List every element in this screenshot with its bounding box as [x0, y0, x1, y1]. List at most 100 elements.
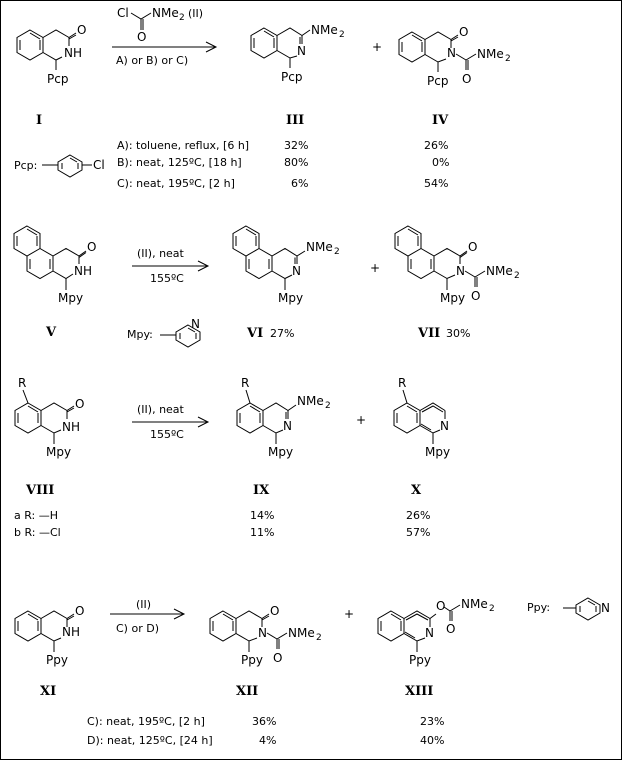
mpy-substituent: Mpy [440, 291, 465, 305]
arrow-top-2: (II), neat [137, 247, 185, 260]
yield-XIII-C: 23% [420, 715, 444, 728]
reaction-arrow-2 [132, 260, 210, 272]
ppy-pyridyl-structure: N [563, 597, 610, 621]
compound-III-structure: NMe 2 N Pcp [250, 23, 345, 84]
label-XIII: XIII [405, 684, 433, 699]
compound-IV-structure: O N NMe 2 O Pcp [398, 25, 511, 88]
carbamoyl-o: O [462, 72, 471, 86]
mpy-substituent: Mpy [425, 445, 450, 459]
plus-sign: + [356, 413, 366, 427]
svg-text:2: 2 [325, 401, 331, 411]
compound-VI-structure: NMe 2 N Mpy [232, 225, 340, 305]
amide-n: N [456, 264, 465, 278]
condition-row-C: C): neat, 195ºC, [2 h] [117, 177, 235, 190]
oxo-atom: O [75, 604, 84, 618]
yield-IX-a: 14% [250, 509, 274, 522]
label-VIII: VIII [25, 483, 54, 498]
condition-row-B: B): neat, 125ºC, [18 h] [117, 156, 242, 169]
oxo-atom: O [75, 397, 84, 411]
oxo-atom: O [270, 604, 279, 618]
yield-IX-b: 11% [250, 526, 274, 539]
amide-n: N [447, 46, 456, 60]
plus-sign: + [370, 261, 380, 275]
pcp-substituent: Pcp [281, 70, 302, 84]
mpy-definition-label: Mpy: [127, 328, 153, 341]
arrow-bottom-2: 155ºC [150, 272, 184, 285]
reagent-nme2: NMe [152, 6, 179, 20]
compound-X-structure: R N Mpy [393, 376, 450, 459]
compound-XIII-structure: O NMe 2 O N Ppy [377, 597, 495, 667]
scheme-2: O NH Mpy V (II), neat 155ºC NMe 2 N Mpy … [13, 225, 520, 348]
imine-n: N [297, 44, 306, 58]
chloro-atom: Cl [93, 158, 105, 172]
yield-IV-A: 26% [424, 139, 448, 152]
arrow-top-3: (II), neat [137, 403, 185, 416]
svg-text:2: 2 [334, 247, 340, 257]
svg-text:2: 2 [505, 54, 511, 64]
plus-sign: + [372, 40, 382, 54]
yield-XII-D: 4% [259, 734, 276, 747]
oxo-atom: O [468, 240, 477, 254]
pcp-definition-label: Pcp: [14, 159, 37, 172]
scheme-3: R O NH Mpy VIII (II), neat 155ºC R NMe 2… [14, 376, 450, 539]
arrow-top-4: (II) [136, 598, 151, 611]
arrow-bottom-4: C) or D) [116, 622, 159, 635]
mpy-pyridyl-structure: N [160, 317, 201, 348]
oxo-atom: O [87, 240, 96, 254]
reagent-label: (II) [188, 7, 203, 20]
arrow-bottom-3: 155ºC [150, 428, 184, 441]
label-V: V [45, 325, 57, 340]
pcp-chlorophenyl-structure: Cl [42, 154, 105, 178]
reaction-arrow-1 [112, 41, 218, 53]
mpy-substituent: Mpy [268, 445, 293, 459]
nh-atom: NH [62, 625, 80, 639]
yield-X-a: 26% [406, 509, 430, 522]
compound-V-structure: O NH Mpy [13, 225, 96, 305]
compound-IX-structure: R NMe 2 N Mpy [236, 376, 331, 459]
scheme-4: O NH Ppy XI (II) C) or D) O N NMe 2 O Pp… [14, 597, 610, 747]
yield-IV-B: 0% [432, 156, 449, 169]
mpy-substituent: Mpy [46, 445, 71, 459]
nh-atom: NH [74, 264, 92, 278]
svg-text:2: 2 [179, 13, 185, 23]
pyridine-n: N [601, 601, 610, 615]
condition-row-A: A): toluene, reflux, [6 h] [117, 139, 249, 152]
plus-sign: + [344, 607, 354, 621]
yield-XIII-D: 40% [420, 734, 444, 747]
compound-VIII-structure: R O NH Mpy [14, 376, 84, 459]
nme2-group: NMe [306, 240, 333, 254]
yield-VII: 30% [446, 327, 470, 340]
yield-III-B: 80% [284, 156, 308, 169]
ring-n: N [440, 419, 449, 433]
nme2-group: NMe [297, 394, 324, 408]
condition-row-C: C): neat, 195ºC, [2 h] [87, 715, 205, 728]
svg-text:2: 2 [514, 271, 520, 281]
nme2-group: NMe [311, 23, 338, 37]
label-IX: IX [253, 483, 270, 498]
mpy-substituent: Mpy [58, 291, 83, 305]
compound-XII-structure: O N NMe 2 O Ppy [209, 604, 322, 667]
reagent-cl: Cl [117, 6, 129, 20]
nh-atom: NH [62, 420, 80, 434]
yield-X-b: 57% [406, 526, 430, 539]
yield-III-A: 32% [284, 139, 308, 152]
conditions-arrow-1: A) or B) or C) [116, 54, 188, 67]
row-b: b R: —Cl [14, 526, 61, 539]
ppy-substituent: Ppy [409, 653, 431, 667]
compound-XI-structure: O NH Ppy [14, 604, 84, 667]
scheme-1: O NH Pcp I Cl O NMe 2 (II) A) or B) or C… [14, 6, 511, 190]
amide-n: N [258, 626, 267, 640]
pcp-substituent: Pcp [427, 74, 448, 88]
reaction-arrow-4 [110, 608, 186, 620]
reaction-arrow-3 [132, 416, 210, 428]
r-group: R [18, 376, 26, 390]
nme2-group: NMe [477, 47, 504, 61]
imine-n: N [283, 419, 292, 433]
row-a: a R: —H [14, 509, 58, 522]
ppy-substituent: Ppy [241, 653, 263, 667]
label-IV: IV [432, 113, 449, 128]
yield-IV-C: 54% [424, 177, 448, 190]
oxo-atom: O [459, 25, 468, 39]
